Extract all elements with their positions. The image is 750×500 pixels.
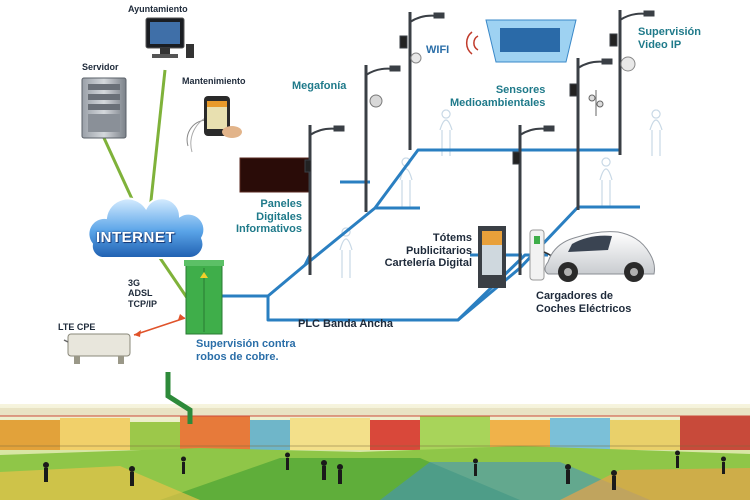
lamp-wifi [399, 12, 445, 150]
label-paneles-line-2: Digitales [256, 210, 302, 223]
underground-link [165, 372, 193, 424]
plc-network [222, 148, 640, 322]
label-connectivity-3g: 3G [128, 278, 141, 288]
label-paneles-line-3: Informativos [235, 223, 302, 236]
label-video-line-2: Video IP [638, 38, 682, 51]
lamp-paneles [304, 125, 345, 275]
label-connectivity-tcpip: TCP/IP [128, 298, 158, 309]
lamp-video [609, 10, 655, 155]
label-servidor: Servidor [82, 62, 119, 72]
label-sensores-line-2: Medioambientales [450, 96, 546, 109]
label-wifi: WIFI [426, 44, 450, 56]
label-cargadores-line-1: Cargadores de [536, 290, 614, 302]
label-connectivity: 3G ADSL TCP/IP [128, 278, 157, 309]
label-lte-cpe: LTE CPE [58, 322, 96, 332]
label-totems-line-2: Publicitarios [405, 244, 472, 257]
label-cargadores-line-2: Coches Eléctricos [536, 302, 632, 315]
label-mantenimiento: Mantenimiento [182, 76, 246, 86]
lte-link [133, 317, 186, 336]
lamp-megafonia [364, 65, 401, 212]
label-copper-supervision: Supervisión contra robos de cobre. [196, 338, 296, 363]
label-sensores: Sensores Medioambientales [450, 84, 545, 109]
label-copper-line-2: robos de cobre. [196, 350, 279, 363]
label-megafonia: Megafonía [292, 80, 347, 92]
label-totems: Tótems Publicitarios Cartelería Digital [366, 232, 472, 270]
wifi-tablet [485, 19, 577, 63]
label-copper-line-1: Supervisión contra [196, 338, 296, 350]
advertising-totem [478, 226, 506, 288]
electric-car [544, 231, 655, 282]
lte-cpe-device [63, 333, 131, 364]
server-tower [81, 77, 127, 139]
city-ground-strip [0, 404, 750, 500]
lamp-totems [512, 125, 555, 275]
lamp-sensores [569, 58, 613, 210]
label-totems-line-3: Cartelería Digital [384, 257, 472, 270]
label-paneles-line-1: Paneles [260, 198, 302, 210]
desktop-computer [145, 17, 194, 58]
label-video-line-1: Supervisión [638, 26, 701, 38]
label-paneles: Paneles Digitales Informativos [222, 198, 302, 236]
smartphone [186, 96, 242, 153]
wifi-signal [465, 31, 479, 55]
internet-cloud [87, 197, 206, 259]
green-cabinet [184, 260, 224, 335]
label-cargadores: Cargadores de Coches Eléctricos [536, 290, 631, 315]
label-totems-line-1: Tótems [432, 232, 472, 244]
label-video: Supervisión Video IP [638, 26, 701, 51]
label-connectivity-adsl: ADSL [128, 288, 153, 299]
label-internet: INTERNET [96, 229, 175, 246]
street-lamps [304, 10, 655, 275]
label-ayuntamiento: Ayuntamiento [128, 4, 188, 14]
label-sensores-line-1: Sensores [495, 84, 546, 96]
led-info-panel [239, 157, 311, 193]
label-plc: PLC Banda Ancha [298, 318, 393, 330]
weather-station [588, 90, 604, 116]
